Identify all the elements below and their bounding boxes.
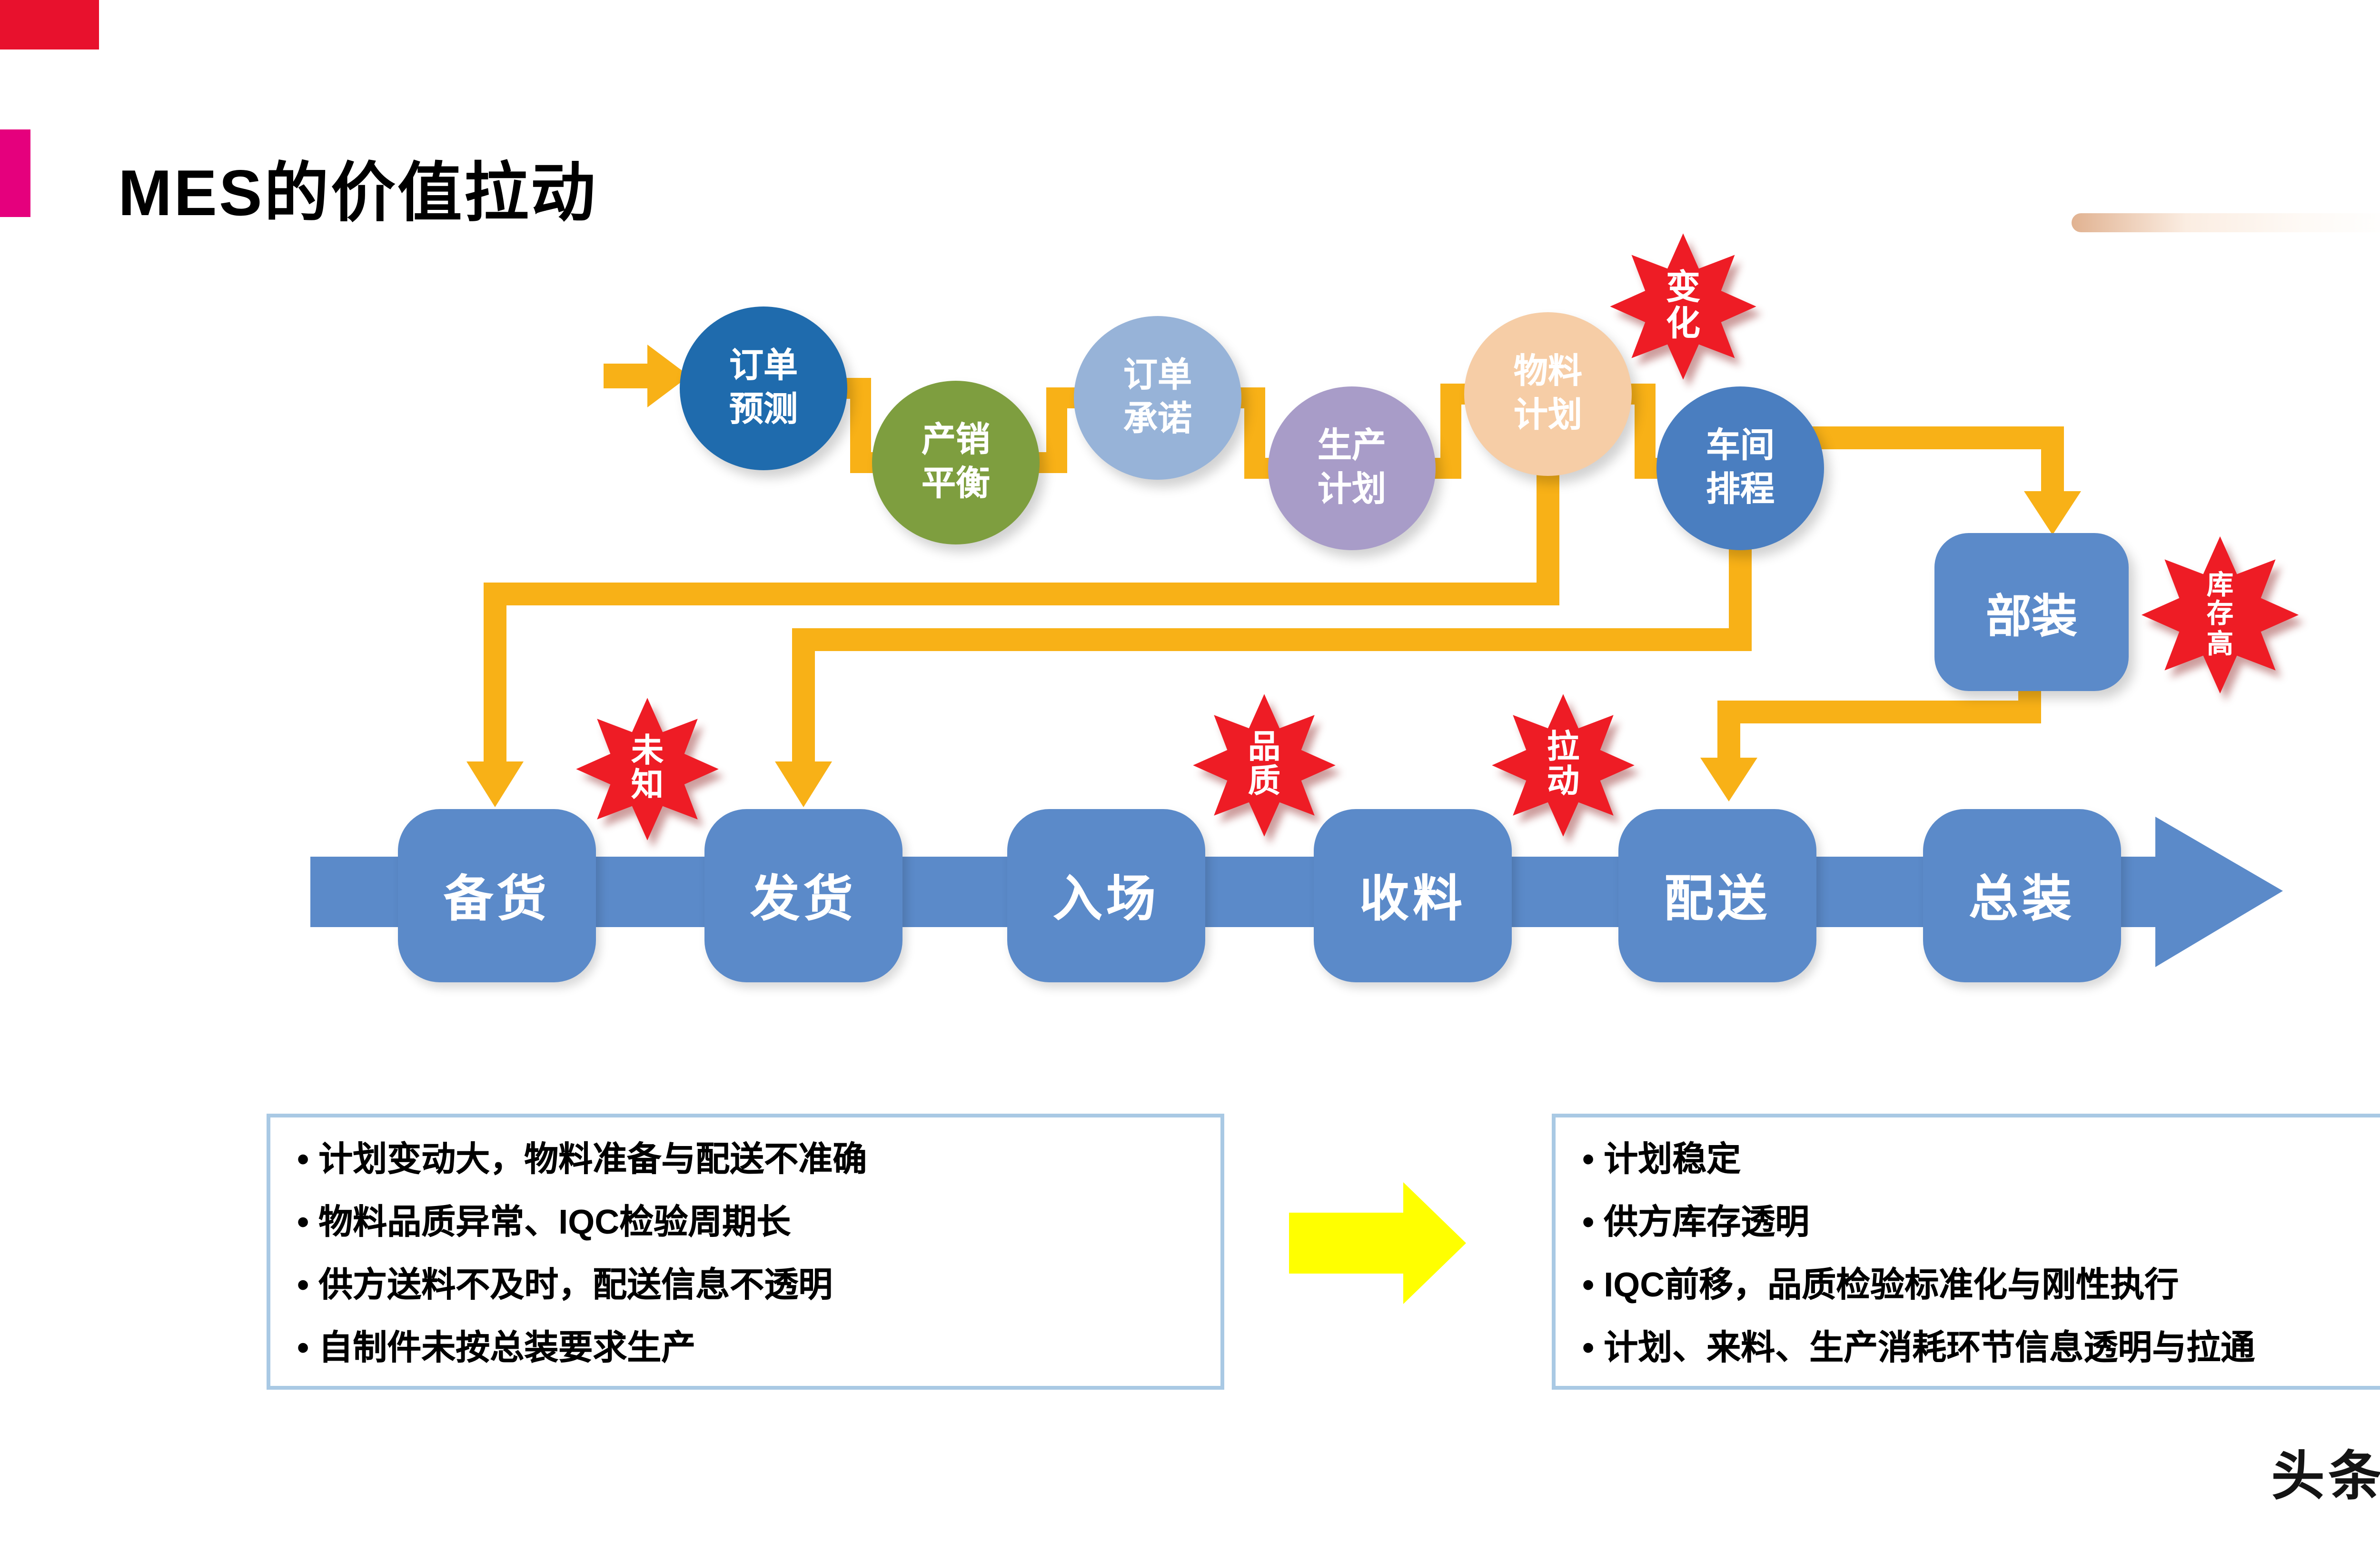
- problem-list: 计划变动大，物料准备与配送不准确 物料品质异常、IQC检验周期长 供方送料不及时…: [297, 1129, 1201, 1380]
- node-label: 备货: [443, 870, 550, 927]
- node-label: 发货: [750, 870, 857, 927]
- problem-item: 物料品质异常、IQC检验周期长: [297, 1192, 1201, 1255]
- star-pull: 拉动: [1489, 691, 1637, 840]
- watermark: 头条 @大音智能: [2271, 1447, 2380, 1506]
- circle-label-line: 计划: [1514, 396, 1582, 434]
- smudge-artifact: [2072, 213, 2380, 232]
- problem-box: 计划变动大，物料准备与配送不准确 物料品质异常、IQC检验周期长 供方送料不及时…: [267, 1114, 1224, 1390]
- circle-label-line: 车间: [1706, 425, 1775, 464]
- transition-arrow: [1289, 1182, 1466, 1304]
- circle-production-sales-balance: 产销 平衡: [872, 381, 1040, 544]
- circle-label-line: 生产: [1318, 425, 1386, 464]
- circle-label-line: 计划: [1318, 470, 1386, 508]
- star-label: 品质: [1248, 728, 1280, 800]
- execution-band-arrowhead: [2155, 817, 2283, 967]
- node-label: 入场: [1052, 870, 1160, 927]
- circle-production-plan: 生产 计划: [1268, 386, 1436, 550]
- circle-order-forecast: 订单 预测: [680, 306, 847, 470]
- star-label: 拉动: [1547, 728, 1579, 800]
- benefit-item: 供方库存透明: [1582, 1192, 2380, 1255]
- page-title: MES的价值拉动: [118, 158, 597, 230]
- execution-band: [310, 857, 2155, 927]
- star-high-inventory: 库存高: [2138, 533, 2302, 697]
- node-receive-material: 收料: [1314, 809, 1512, 982]
- benefit-item: 计划、来料、生产消耗环节信息透明与拉通: [1582, 1317, 2380, 1380]
- node-subassembly: 部装: [1934, 533, 2129, 691]
- star-change: 变化: [1607, 230, 1759, 383]
- arrowhead-to-fahuo: [775, 761, 832, 807]
- problem-item: 供方送料不及时，配送信息不透明: [297, 1255, 1201, 1317]
- arrowhead-to-buzhuang: [2024, 491, 2081, 535]
- circle-workshop-scheduling: 车间 排程: [1656, 386, 1824, 550]
- star-label: 变化: [1666, 267, 1700, 343]
- benefit-item: 计划稳定: [1582, 1129, 2380, 1192]
- circle-label-line: 物料: [1514, 351, 1582, 390]
- start-arrow-icon: [604, 345, 689, 407]
- star-unknown: 未知: [573, 695, 722, 843]
- node-entry: 入场: [1007, 809, 1205, 982]
- circle-material-plan: 物料 计划: [1464, 312, 1632, 476]
- node-label: 总装: [1968, 870, 2075, 927]
- benefit-item: IQC前移，品质检验标准化与刚性执行: [1582, 1255, 2380, 1317]
- circle-label-line: 承诺: [1123, 400, 1192, 438]
- title-accent-bar: [0, 129, 30, 217]
- arrowhead-to-beihuo: [466, 761, 524, 807]
- circle-label-line: 平衡: [922, 465, 990, 503]
- star-label: 库存高: [2207, 570, 2233, 658]
- problem-item: 计划变动大，物料准备与配送不准确: [297, 1129, 1201, 1192]
- node-shipping: 发货: [704, 809, 902, 982]
- corner-accent-mark: [0, 0, 99, 49]
- circle-label-line: 订单: [1123, 355, 1192, 394]
- star-label: 未知: [631, 732, 664, 803]
- circle-label-line: 排程: [1706, 470, 1775, 508]
- circle-label-line: 预测: [729, 390, 798, 428]
- problem-item: 自制件未按总装要求生产: [297, 1317, 1201, 1380]
- benefit-list: 计划稳定 供方库存透明 IQC前移，品质检验标准化与刚性执行 计划、来料、生产消…: [1582, 1129, 2380, 1380]
- node-stock-prepare: 备货: [398, 809, 596, 982]
- circle-label-line: 订单: [729, 346, 798, 384]
- node-label: 收料: [1359, 870, 1466, 927]
- benefit-box: 计划稳定 供方库存透明 IQC前移，品质检验标准化与刚性执行 计划、来料、生产消…: [1552, 1114, 2380, 1390]
- circle-order-commitment: 订单 承诺: [1074, 316, 1241, 480]
- arrowhead-to-peisong: [1700, 758, 1757, 801]
- node-label: 部装: [1986, 592, 2077, 643]
- circle-label-line: 产销: [922, 420, 990, 458]
- star-quality: 品质: [1190, 691, 1339, 840]
- node-delivery: 配送: [1618, 809, 1816, 982]
- node-final-assembly: 总装: [1923, 809, 2121, 982]
- node-label: 配送: [1664, 870, 1771, 927]
